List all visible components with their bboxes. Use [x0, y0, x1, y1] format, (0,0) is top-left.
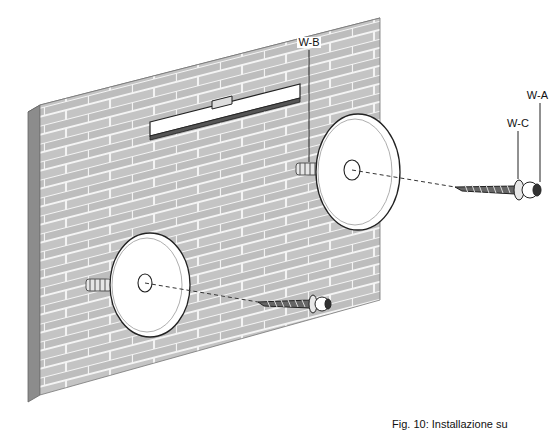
part-label: W-B	[297, 37, 320, 48]
figure-caption: Fig. 10: Installazione su	[392, 419, 508, 430]
part-label: W-C	[506, 118, 530, 129]
part-label: W-A	[526, 90, 549, 101]
